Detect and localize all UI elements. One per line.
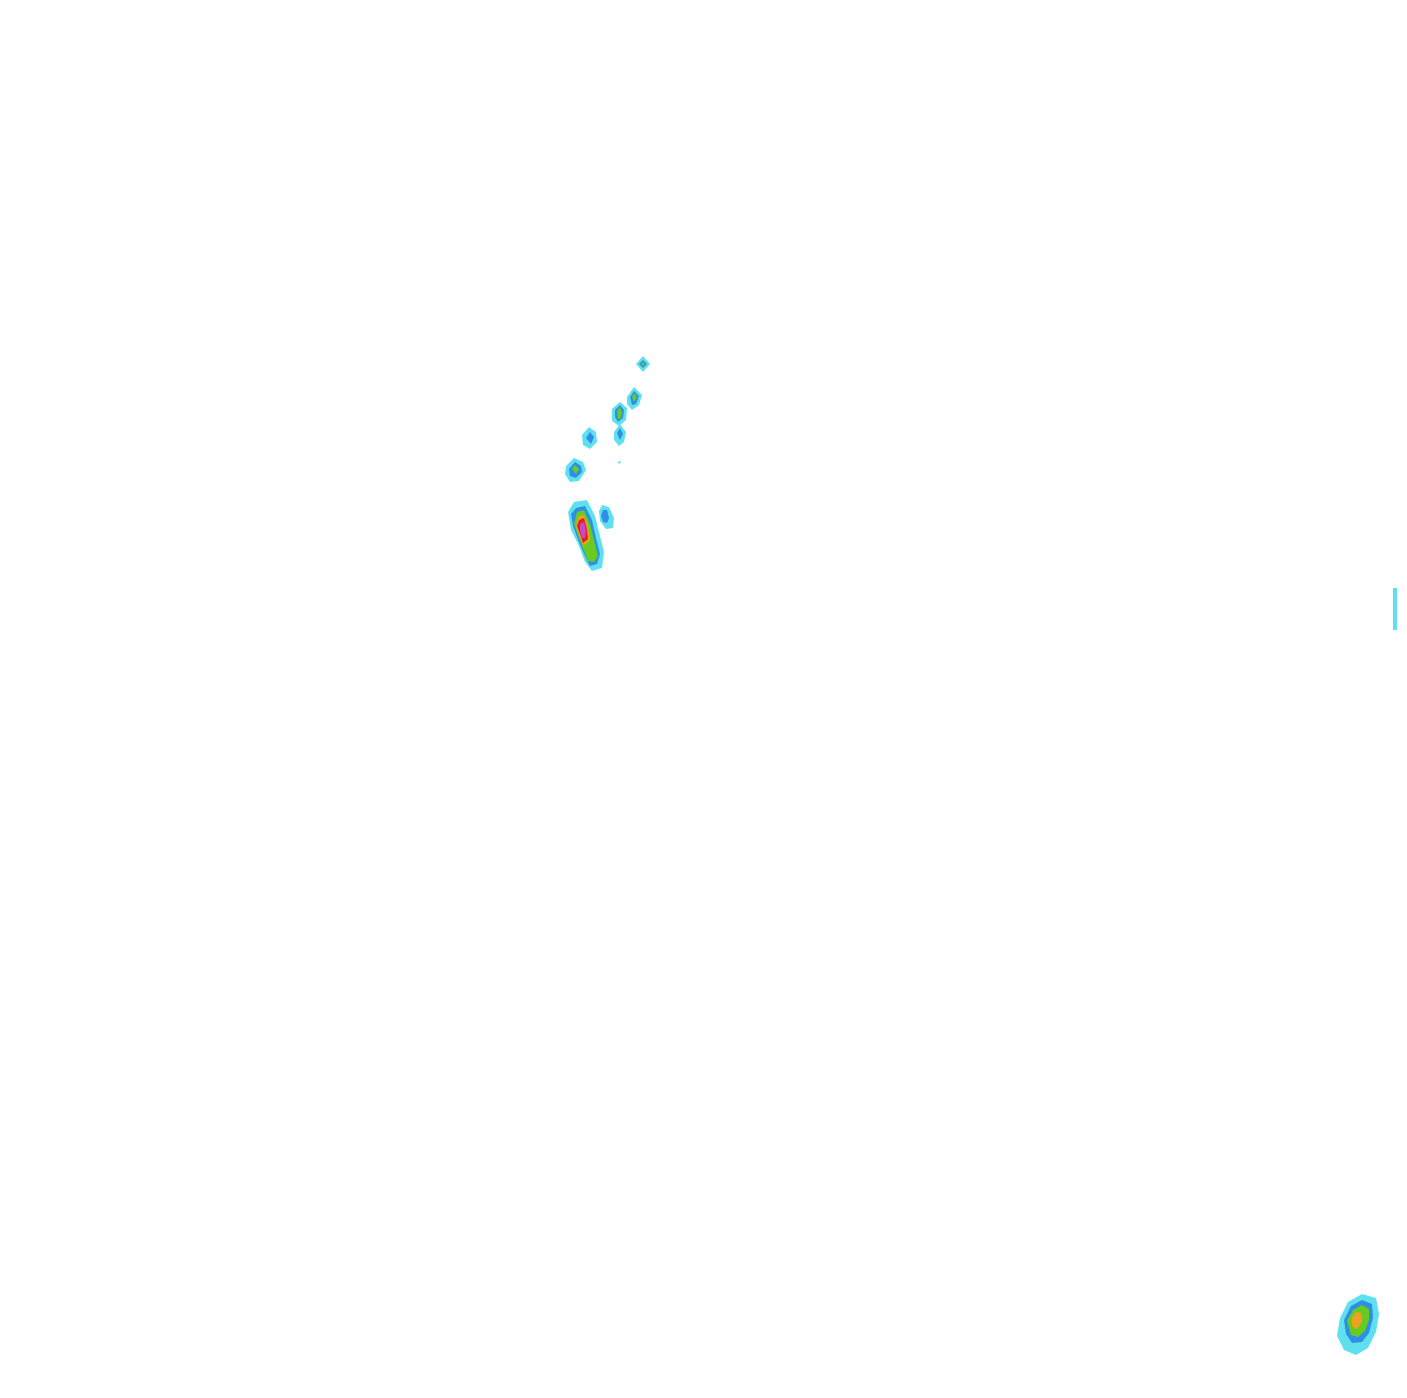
precip-cell-west-2 xyxy=(582,427,597,449)
precip-speck xyxy=(617,461,621,464)
precip-edge-sliver xyxy=(1393,588,1397,630)
precip-cell-center-1 xyxy=(612,402,627,426)
precip-cell-se-corner xyxy=(1337,1294,1379,1355)
precip-cell-main xyxy=(568,500,604,571)
precip-cell-west-1 xyxy=(565,458,586,482)
precip-cell-north-1 xyxy=(627,387,642,410)
precip-cell-center-2 xyxy=(614,424,626,446)
precip-cell-north-2 xyxy=(636,356,650,372)
precip-cell-east-small xyxy=(599,505,614,529)
